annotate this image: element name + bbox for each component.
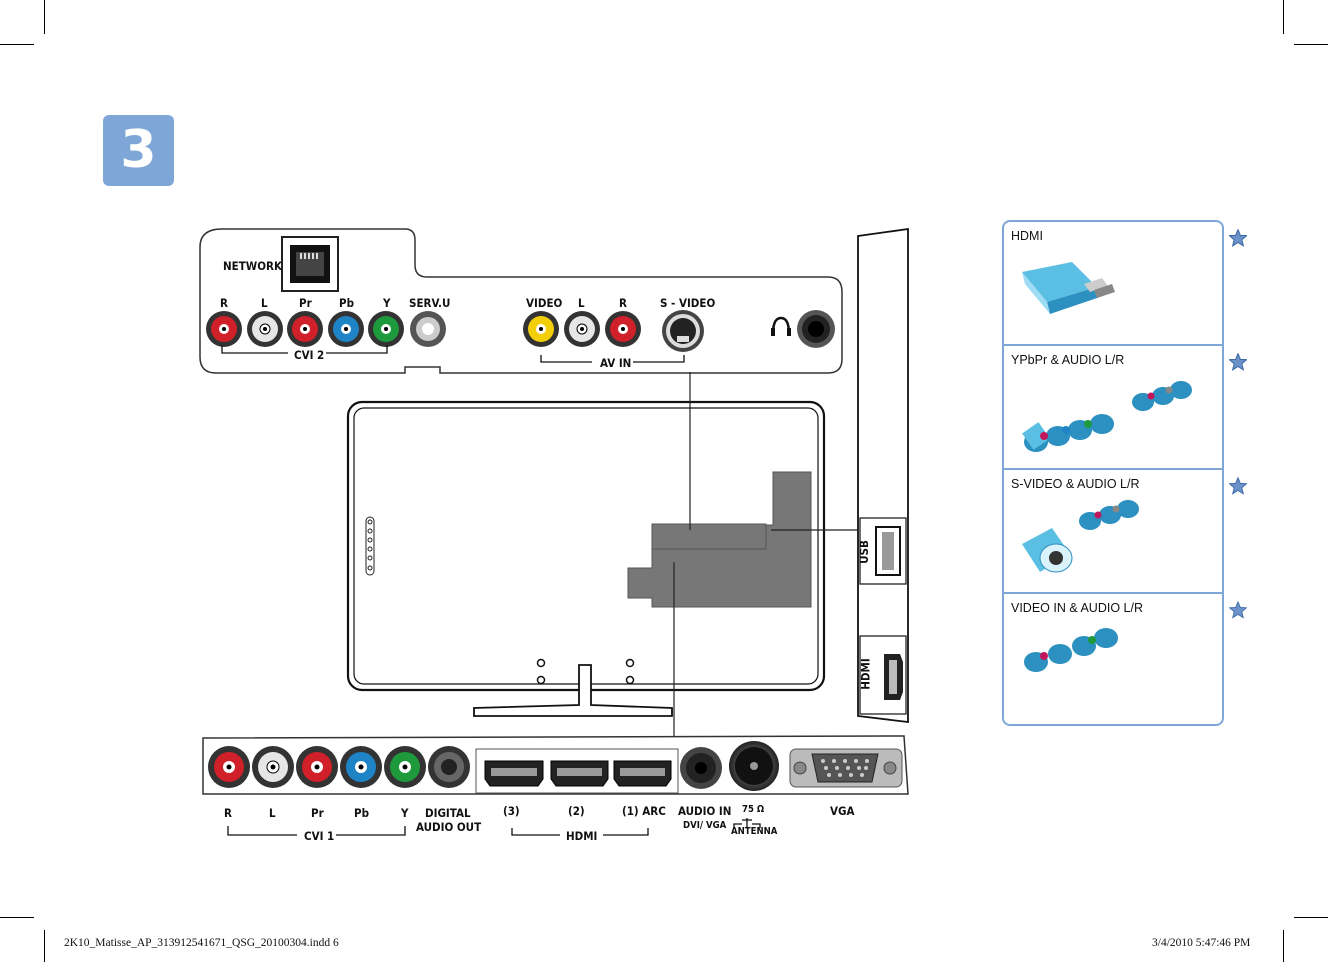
side-jack-label: Pb [339, 296, 354, 310]
av-jack-label: S - VIDEO [660, 296, 716, 310]
footer-timestamp: 3/4/2010 5:47:46 PM [1152, 937, 1251, 949]
av-jack-label: L [578, 296, 585, 310]
side-jack-label: Y [383, 296, 391, 310]
legend-title: YPbPr & AUDIO L/R [1011, 353, 1125, 367]
av-jack-label: VIDEO [526, 296, 563, 310]
side-jack-label: SERV.U [409, 296, 451, 310]
av-in-label: AV IN [598, 356, 634, 370]
audio-in-sublabel: DVI/ VGA [683, 820, 727, 831]
antenna-label: ANTENNA [731, 826, 778, 837]
side-jack-label: L [261, 296, 268, 310]
side-jacks [206, 310, 835, 352]
digital-audio-out-label: AUDIO OUT [416, 820, 482, 834]
svideo-plug-icon [1022, 500, 1139, 573]
legend-row-svideo: S-VIDEO & AUDIO L/R [1004, 470, 1247, 594]
headphone-icon [771, 316, 791, 335]
star-icon [1229, 229, 1247, 247]
legend-row-hdmi: HDMI [1004, 222, 1247, 346]
legend-row-video-in: VIDEO IN & AUDIO L/R [1004, 594, 1247, 718]
bottom-jack-label: R [224, 806, 232, 820]
audio-in-label: AUDIO IN [678, 804, 732, 818]
crop-mark [1283, 0, 1284, 34]
crop-mark [0, 917, 34, 918]
vga-port [789, 748, 903, 788]
crop-mark [1294, 917, 1328, 918]
bottom-jack-label: L [269, 806, 276, 820]
step-badge: 3 [103, 115, 174, 186]
connection-quality-legend: HDMI YPbPr & AUDIO L/R [1002, 220, 1247, 726]
hdmi-group-label: HDMI [564, 829, 600, 843]
av-jack-label: R [619, 296, 627, 310]
crop-mark [44, 0, 45, 34]
vga-label: VGA [830, 804, 855, 818]
legend-title: S-VIDEO & AUDIO L/R [1011, 477, 1140, 491]
bottom-jack-label: Y [401, 806, 409, 820]
hdmi-ports-bottom [484, 760, 672, 787]
hdmi-port-label: (3) [503, 804, 520, 818]
crop-mark [44, 930, 45, 962]
side-jack-label: R [220, 296, 228, 310]
side-jack-label: Pr [299, 296, 312, 310]
cvi2-label: CVI 2 [292, 348, 327, 362]
crop-mark [1283, 930, 1284, 962]
hdmi-plug-icon [1022, 262, 1115, 314]
legend-row-ypbpr: YPbPr & AUDIO L/R [1004, 346, 1247, 470]
tv-stand [473, 664, 673, 717]
rca-plugs-icon [1024, 628, 1118, 672]
crop-mark [0, 44, 34, 45]
legend-title: VIDEO IN & AUDIO L/R [1011, 601, 1143, 615]
bottom-jack-label: Pr [311, 806, 324, 820]
star-icon [1229, 601, 1247, 619]
legend-title: HDMI [1011, 229, 1043, 243]
cable-group [1022, 414, 1114, 452]
bottom-jack-label: Pb [354, 806, 369, 820]
crop-mark [1294, 44, 1328, 45]
usb-label: USB [856, 540, 871, 564]
hdmi-side-label: HDMI [858, 658, 873, 690]
rca-plugs-icon [1022, 381, 1192, 452]
footer-file: 2K10_Matisse_AP_313912541671_QSG_2010030… [64, 937, 339, 949]
star-icon [1229, 353, 1247, 371]
hdmi-port-label: (2) [568, 804, 585, 818]
cvi1-label: CVI 1 [302, 829, 337, 843]
antenna-ohm-label: 75 Ω [742, 804, 765, 815]
star-icon [1229, 477, 1247, 495]
network-label: NETWORK [223, 259, 282, 273]
digital-audio-out-label: DIGITAL [425, 806, 471, 820]
hdmi-port-label: (1) ARC [622, 804, 666, 818]
side-profile [857, 227, 909, 724]
bottom-jacks [208, 741, 779, 791]
